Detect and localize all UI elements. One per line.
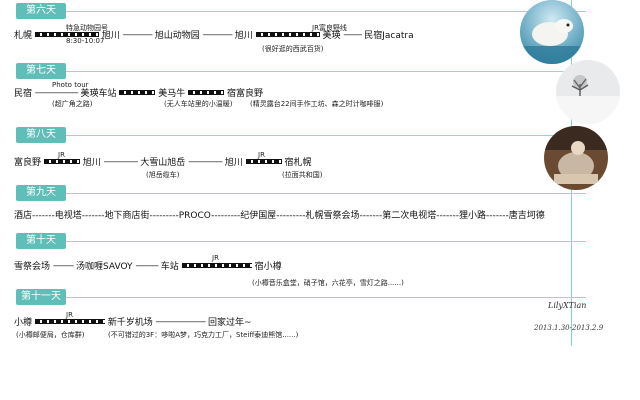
day-eleven-note-1: (小樽邮便局，仓库群) bbox=[16, 331, 85, 339]
day-six-route: 札幌 旭川 ------------- 旭山动物园 ------------- … bbox=[14, 29, 414, 42]
snow-tree-photo bbox=[556, 60, 620, 124]
day-eleven-route: 小樽 新千岁机场 ---------------------- 回家过年~ bbox=[14, 316, 252, 329]
train-name: 特急动物园号 bbox=[66, 24, 108, 32]
station: 新千岁机场 bbox=[107, 318, 153, 328]
station: 小樽 bbox=[14, 318, 33, 328]
jr-label: JR bbox=[66, 311, 73, 319]
day-seven-note-3: (精灵露台22间手作工坊、森之时计咖啡服) bbox=[250, 100, 384, 108]
station: 宿富良野 bbox=[227, 89, 264, 99]
station: 旭山动物园 bbox=[154, 31, 200, 41]
day-ten-badge: 第十天 bbox=[16, 233, 586, 249]
station: 民宿Jacatra bbox=[364, 31, 414, 41]
rail-segment bbox=[181, 263, 252, 268]
jr-label: JR bbox=[258, 151, 265, 159]
jr-label: JR bbox=[212, 254, 219, 262]
train-time: 8:30-10:07 bbox=[66, 37, 105, 45]
jr-label: JR富良野线 bbox=[312, 24, 347, 32]
rail-segment bbox=[245, 159, 282, 164]
station: 美瑛车站 bbox=[80, 89, 117, 99]
day-eight-note-1: (旭岳缆车) bbox=[146, 171, 180, 179]
jr-label: JR bbox=[58, 151, 65, 159]
cafe-photo bbox=[544, 126, 608, 190]
station: 富良野 bbox=[14, 158, 42, 168]
day-label: 第七天 bbox=[26, 65, 56, 76]
day-label: 第九天 bbox=[26, 187, 56, 198]
day-label: 第六天 bbox=[26, 5, 56, 16]
rail-segment bbox=[255, 32, 320, 37]
station: 旭川 bbox=[224, 158, 243, 168]
day-label: 第十一天 bbox=[21, 291, 61, 302]
station: 民宿 bbox=[14, 89, 33, 99]
station: 宿札幌 bbox=[284, 158, 312, 168]
day-six-badge: 第六天 bbox=[16, 3, 586, 19]
day-eight-route: 富良野 旭川 --------------- 大雪山旭岳 -----------… bbox=[14, 156, 312, 169]
tour-label: Photo tour bbox=[52, 81, 89, 89]
day-ten-note: (小樽音乐盒堂，硝子馆，六花亭，雪灯之路......) bbox=[252, 279, 404, 287]
station: 雪祭会场 bbox=[14, 262, 51, 272]
rail-segment bbox=[188, 90, 225, 95]
day-label: 第八天 bbox=[26, 129, 56, 140]
station: 旭川 bbox=[82, 158, 101, 168]
station: 美马牛 bbox=[158, 89, 186, 99]
day-seven-badge: 第七天 bbox=[16, 63, 586, 79]
day-eleven-note-2: (不可错过的3F：哆啦A梦，巧克力工厂，Steiff泰迪熊馆......) bbox=[108, 331, 299, 339]
day-seven-note-1: (超广角之路) bbox=[52, 100, 93, 108]
day-ten-route: 雪祭会场 --------- 汤咖喱SAVOY ---------- 车站 宿小… bbox=[14, 260, 282, 273]
station: 旭川 bbox=[234, 31, 253, 41]
station: 回家过年~ bbox=[207, 318, 252, 328]
station: 大雪山旭岳 bbox=[140, 158, 186, 168]
rail-segment bbox=[34, 32, 99, 37]
rail-segment bbox=[43, 159, 80, 164]
station: 车站 bbox=[160, 262, 179, 272]
day-label: 第十天 bbox=[26, 235, 56, 246]
station: 汤咖喱SAVOY bbox=[76, 262, 133, 272]
day-nine-badge: 第九天 bbox=[16, 185, 586, 201]
day-six-note: (很好逛的西武百货) bbox=[262, 45, 324, 53]
station: 札幌 bbox=[14, 31, 33, 41]
rail-segment bbox=[34, 319, 105, 324]
polar-bear-photo bbox=[520, 0, 584, 64]
day-eight-badge: 第八天 bbox=[16, 127, 586, 143]
day-seven-note-2: (无人车站里的小温暖) bbox=[164, 100, 233, 108]
station: 旭川 bbox=[101, 31, 120, 41]
day-seven-route: 民宿 ------------------- 美瑛车站 美马牛 宿富良野 bbox=[14, 87, 264, 100]
station: 宿小樽 bbox=[254, 262, 282, 272]
day-eight-note-2: (拉面共和国) bbox=[282, 171, 323, 179]
rail-segment bbox=[119, 90, 156, 95]
day-nine-route: 酒店-------电视塔-------地下商店街---------PROCO--… bbox=[14, 211, 545, 221]
signature-dates: 2013.1.30-2013.2.9 bbox=[534, 324, 604, 332]
station: 美瑛 bbox=[322, 31, 341, 41]
signature-name: LilyXTian bbox=[548, 301, 587, 310]
day-eleven-badge: 第十一天 bbox=[16, 289, 586, 305]
